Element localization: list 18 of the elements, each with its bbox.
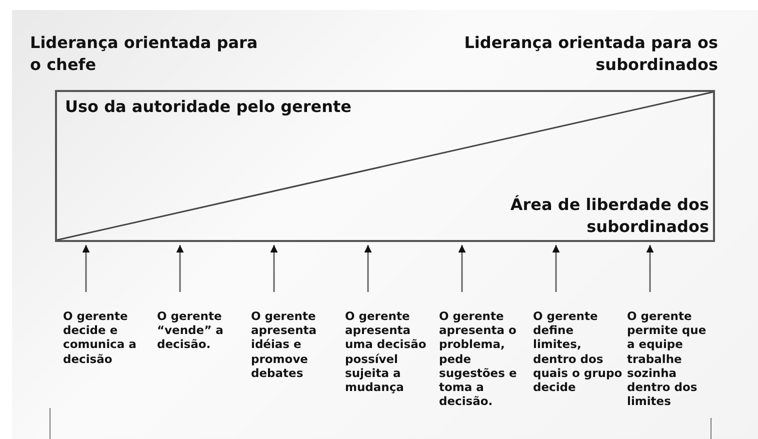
behavior-description: O gerente apresenta uma decisão possível sujeita a mudança (345, 309, 435, 394)
arrow (82, 245, 90, 292)
behavior-description: O gerente decide e comunica a decisão (63, 309, 153, 366)
behavior-description: O gerente permite que a equipe trabalhe sozinha dentro dos limites (627, 309, 717, 408)
region-label: Área de liberdade dos subordinados (509, 194, 709, 238)
behavior-description: O gerente apresenta o problema, pede sugestões e toma a decisão. (439, 309, 529, 408)
arrow (552, 245, 560, 292)
region-label: Uso da autoridade pelo gerente (65, 96, 353, 118)
arrow (270, 245, 278, 292)
arrow (458, 245, 466, 292)
heading: Liderança orientada para o chefe (30, 32, 259, 76)
arrow (646, 245, 654, 292)
behavior-description: O gerente define limites, dentro dos quais o grupo decide (533, 309, 623, 394)
arrow (176, 245, 184, 292)
heading: Liderança orientada para os subordinados (463, 32, 718, 76)
arrow (364, 245, 372, 292)
behavior-description: O gerente apresenta idéias e promove debates (251, 309, 341, 380)
behavior-description: O gerente “vende” a decisão. (157, 309, 247, 352)
